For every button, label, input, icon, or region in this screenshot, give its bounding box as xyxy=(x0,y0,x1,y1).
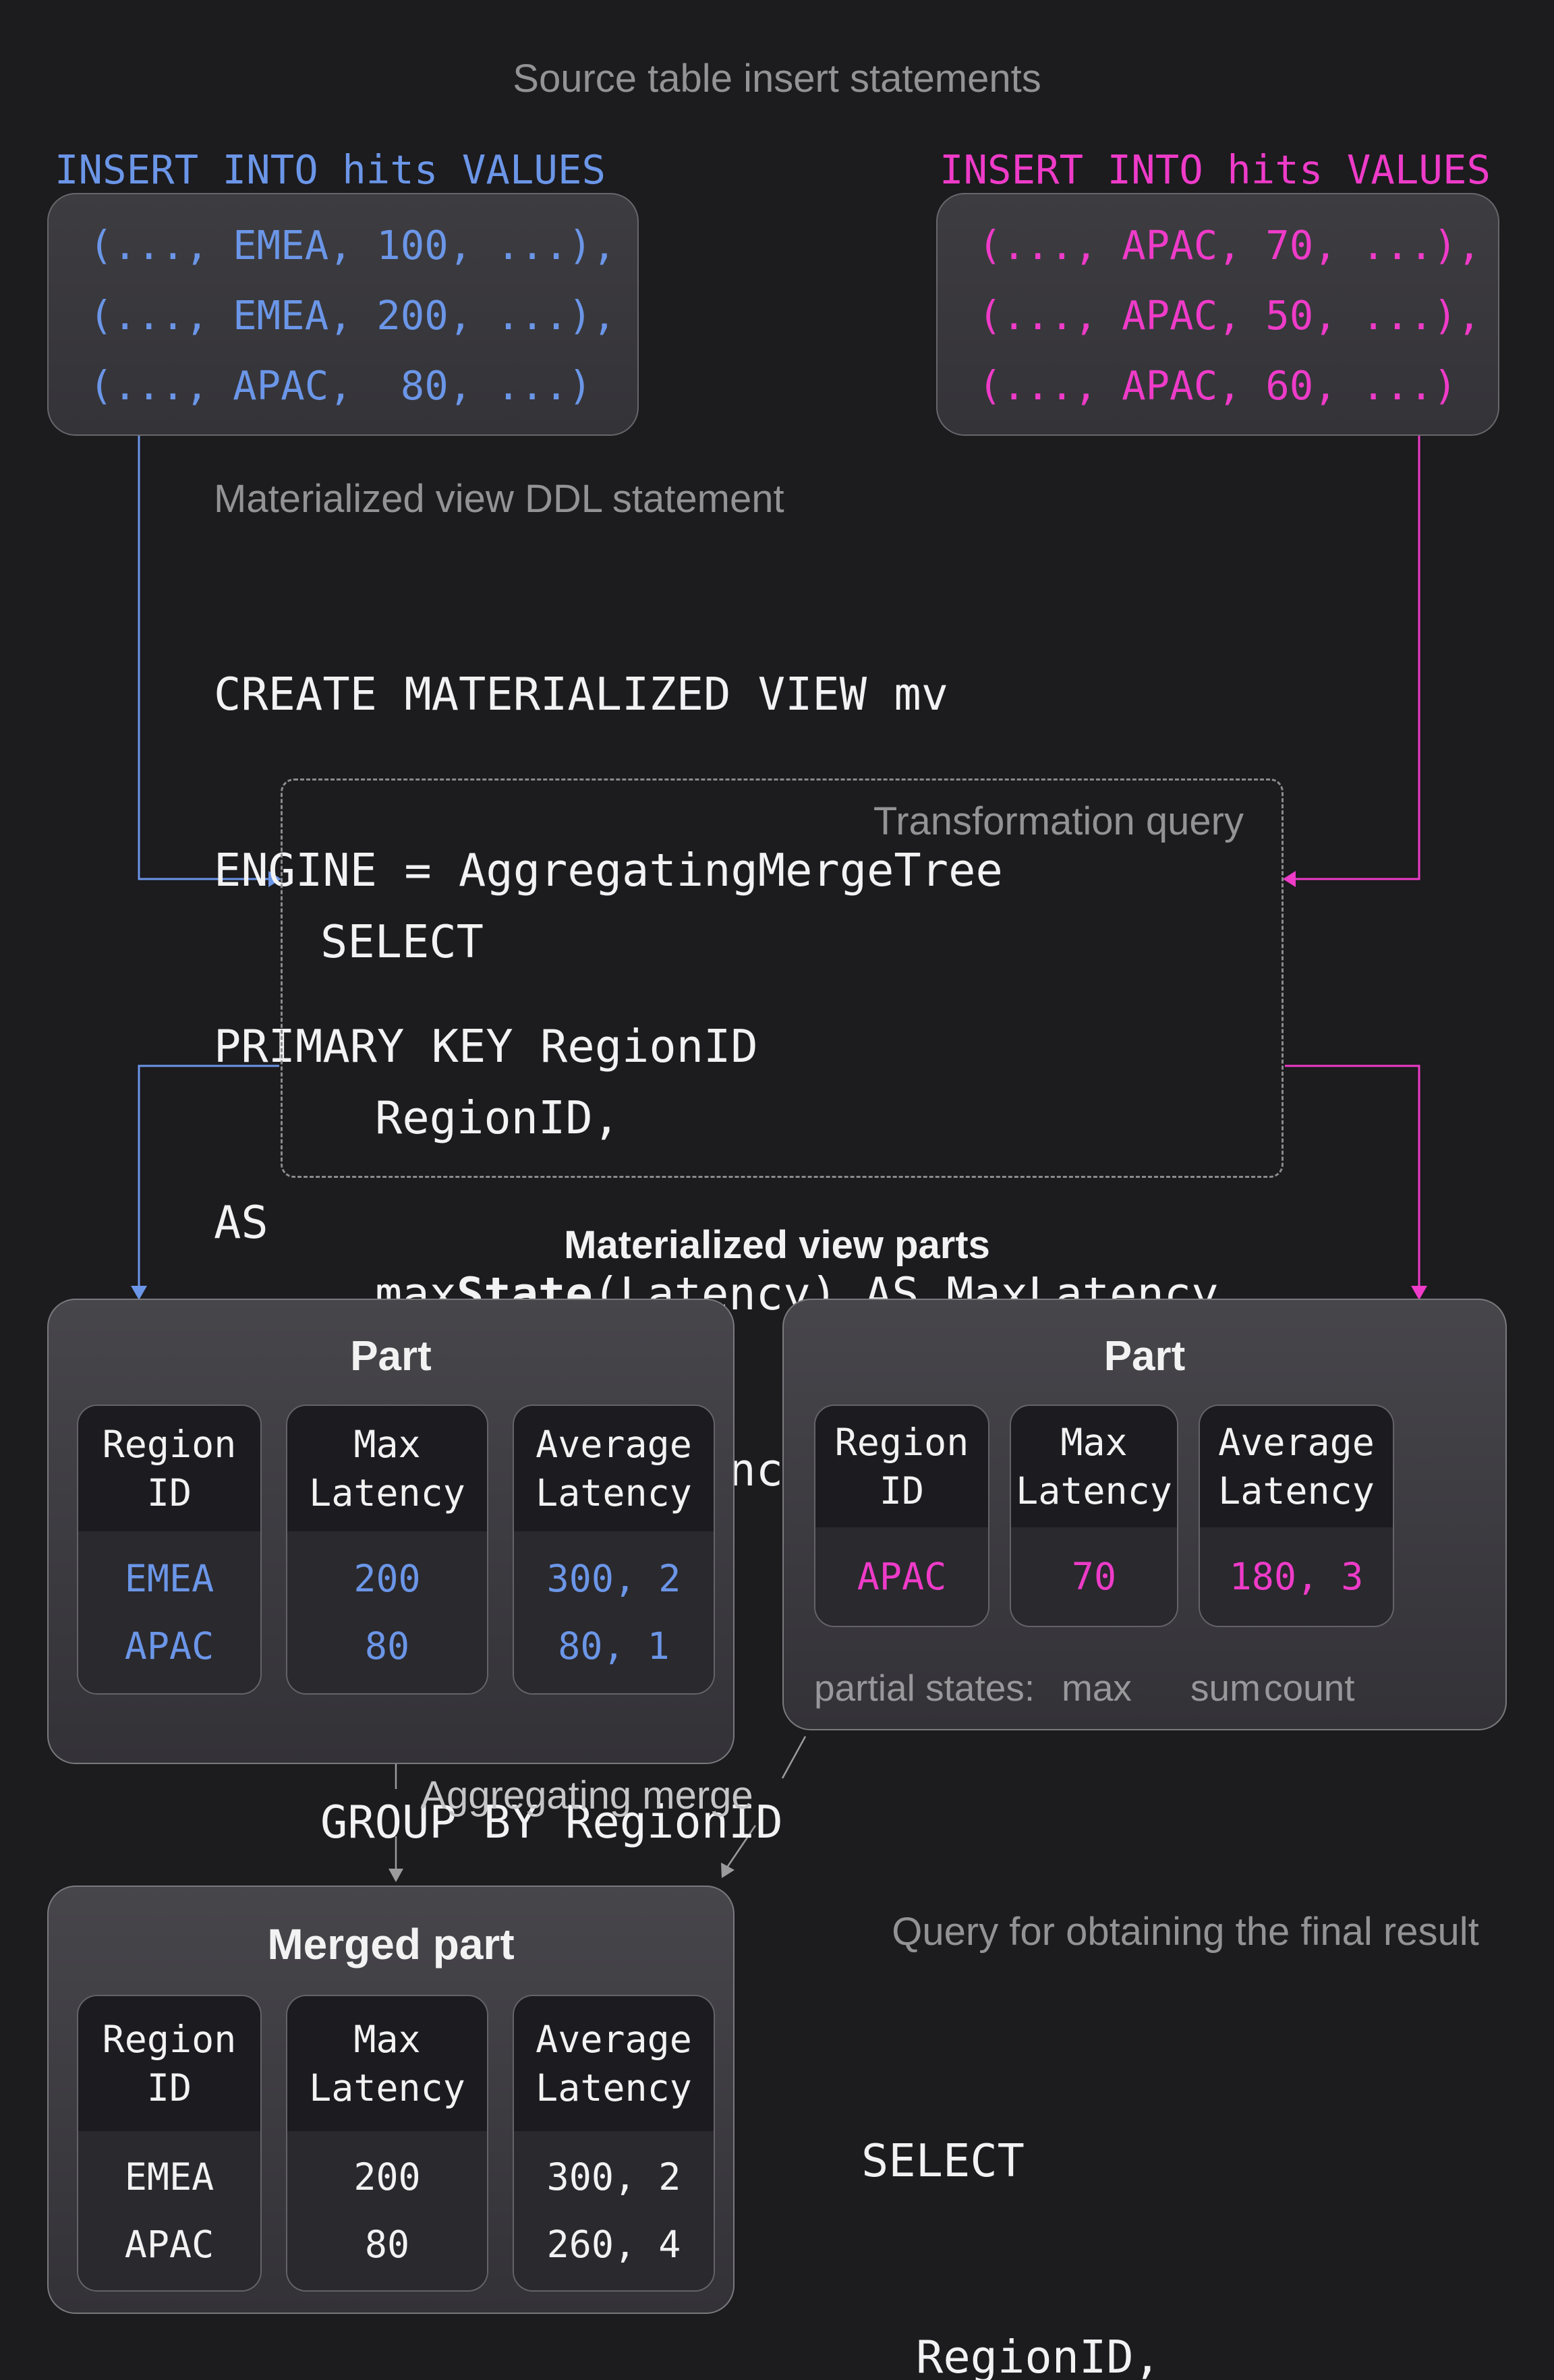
column-header: Latency xyxy=(536,1471,692,1514)
part-box-right: Part Region ID APAC Max Latency 70 Avera… xyxy=(782,1299,1507,1730)
insert-values-box-right: (..., APAC, 70, ...), (..., APAC, 50, ..… xyxy=(936,193,1499,436)
final-query-code: SELECT RegionID, maxMerge(MaxLatency), a… xyxy=(861,1998,1487,2380)
column-header: Max xyxy=(353,2018,421,2061)
column-header: Latency xyxy=(1016,1469,1172,1512)
column-region-id: Region ID EMEA APAC xyxy=(77,1405,262,1695)
cell-value: 180, 3 xyxy=(1229,1555,1364,1598)
code-line: SELECT xyxy=(861,2134,1025,2187)
cell-value: 70 xyxy=(1071,1555,1117,1598)
code-line: PRIMARY KEY RegionID xyxy=(214,1020,758,1073)
column-average-latency: Average Latency 300, 2 260, 4 xyxy=(513,1995,715,2292)
cell-value: EMEA xyxy=(124,1557,214,1600)
column-average-latency: Average Latency 300, 2 80, 1 xyxy=(513,1405,715,1695)
insert-values-box-left: (..., EMEA, 100, ...), (..., EMEA, 200, … xyxy=(47,193,639,436)
cell-value: 260, 4 xyxy=(546,2223,681,2266)
ddl-code-block: CREATE MATERIALIZED VIEW mv ENGINE = Agg… xyxy=(214,548,1003,1369)
code-line: RegionID, xyxy=(375,1092,621,1144)
column-header: Region xyxy=(834,1421,969,1464)
cell-value: APAC xyxy=(857,1555,947,1598)
cell-value: 80 xyxy=(364,2223,410,2266)
cell-value: 300, 2 xyxy=(546,1557,681,1600)
column-header: Region xyxy=(102,1423,237,1466)
cell-value: 80, 1 xyxy=(558,1624,670,1668)
cell-value: 80 xyxy=(364,1624,410,1668)
section-title-source-inserts: Source table insert statements xyxy=(513,57,1041,101)
merged-part-title: Merged part xyxy=(267,1920,515,1968)
column-header: Latency xyxy=(536,2066,692,2109)
cell-value: APAC xyxy=(124,1624,214,1668)
merged-part-box: Merged part Region ID EMEA APAC Max Late… xyxy=(47,1886,735,2314)
partial-states-label: partial states: xyxy=(814,1667,1035,1709)
column-header: Max xyxy=(353,1423,421,1466)
part-title: Part xyxy=(350,1333,432,1380)
part-box-left: Part Region ID EMEA APAC Max Latency 200… xyxy=(47,1299,735,1764)
column-header: Average xyxy=(1218,1421,1375,1464)
section-title-ddl: Materialized view DDL statement xyxy=(214,477,784,521)
column-header: Latency xyxy=(309,1471,465,1514)
aggregating-merge-label: Aggregating merge xyxy=(420,1774,753,1817)
cell-value: 200 xyxy=(353,1557,421,1600)
section-title-final-query: Query for obtaining the final result xyxy=(892,1910,1479,1954)
cell-value: EMEA xyxy=(124,2155,214,2199)
cell-value: 200 xyxy=(353,2155,421,2199)
section-title-mv-parts: Materialized view parts xyxy=(564,1223,990,1267)
column-header: Latency xyxy=(1218,1469,1375,1512)
code-line: CREATE MATERIALIZED VIEW mv xyxy=(214,668,949,720)
column-header: Region xyxy=(102,2018,237,2061)
insert-row: (..., APAC, 80, ...) xyxy=(89,362,592,409)
insert-row: (..., EMEA, 200, ...), xyxy=(89,292,616,339)
insert-row: (..., APAC, 60, ...) xyxy=(978,362,1458,409)
code-line: AS xyxy=(214,1196,268,1249)
insert-row: (..., APAC, 70, ...), xyxy=(978,222,1481,268)
column-average-latency: Average Latency 180, 3 xyxy=(1199,1405,1394,1627)
column-region-id: Region ID EMEA APAC xyxy=(77,1995,262,2292)
column-max-latency: Max Latency 200 80 xyxy=(286,1405,488,1695)
code-line: ENGINE = AggregatingMergeTree xyxy=(214,844,1003,897)
column-header: Average xyxy=(536,2018,692,2061)
partial-state-tag-sum: sum xyxy=(1190,1667,1261,1709)
magenta-flow-arrow-insert-to-query xyxy=(1285,436,1420,1286)
insert-row: (..., APAC, 50, ...), xyxy=(978,292,1481,339)
column-max-latency: Max Latency 200 80 xyxy=(286,1995,488,2292)
partial-state-tag-max: max xyxy=(1062,1667,1132,1709)
column-region-id: Region ID APAC xyxy=(814,1405,989,1627)
column-max-latency: Max Latency 70 xyxy=(1010,1405,1178,1627)
transformation-query-box: Transformation query SELECT RegionID, ma… xyxy=(281,778,1284,1848)
code-line: GROUP BY RegionID xyxy=(320,1796,783,1848)
column-header: Average xyxy=(536,1423,692,1466)
column-header: Latency xyxy=(309,2066,465,2109)
code-line: RegionID, xyxy=(916,2331,1161,2380)
insert-statement-right-header: INSERT INTO hits VALUES xyxy=(940,146,1491,193)
cell-value: 300, 2 xyxy=(546,2155,681,2199)
cell-value: APAC xyxy=(124,2223,214,2266)
column-header: Max xyxy=(1060,1421,1128,1464)
code-line: SELECT xyxy=(320,915,484,968)
transformation-query-label: Transformation query xyxy=(873,799,1244,843)
partial-state-tag-count: count xyxy=(1264,1667,1355,1709)
column-header: ID xyxy=(146,1471,192,1514)
column-header: ID xyxy=(146,2066,192,2109)
insert-row: (..., EMEA, 100, ...), xyxy=(89,222,616,268)
part-title: Part xyxy=(1103,1333,1186,1380)
column-header: ID xyxy=(879,1469,925,1512)
insert-statement-left-header: INSERT INTO hits VALUES xyxy=(55,146,606,193)
